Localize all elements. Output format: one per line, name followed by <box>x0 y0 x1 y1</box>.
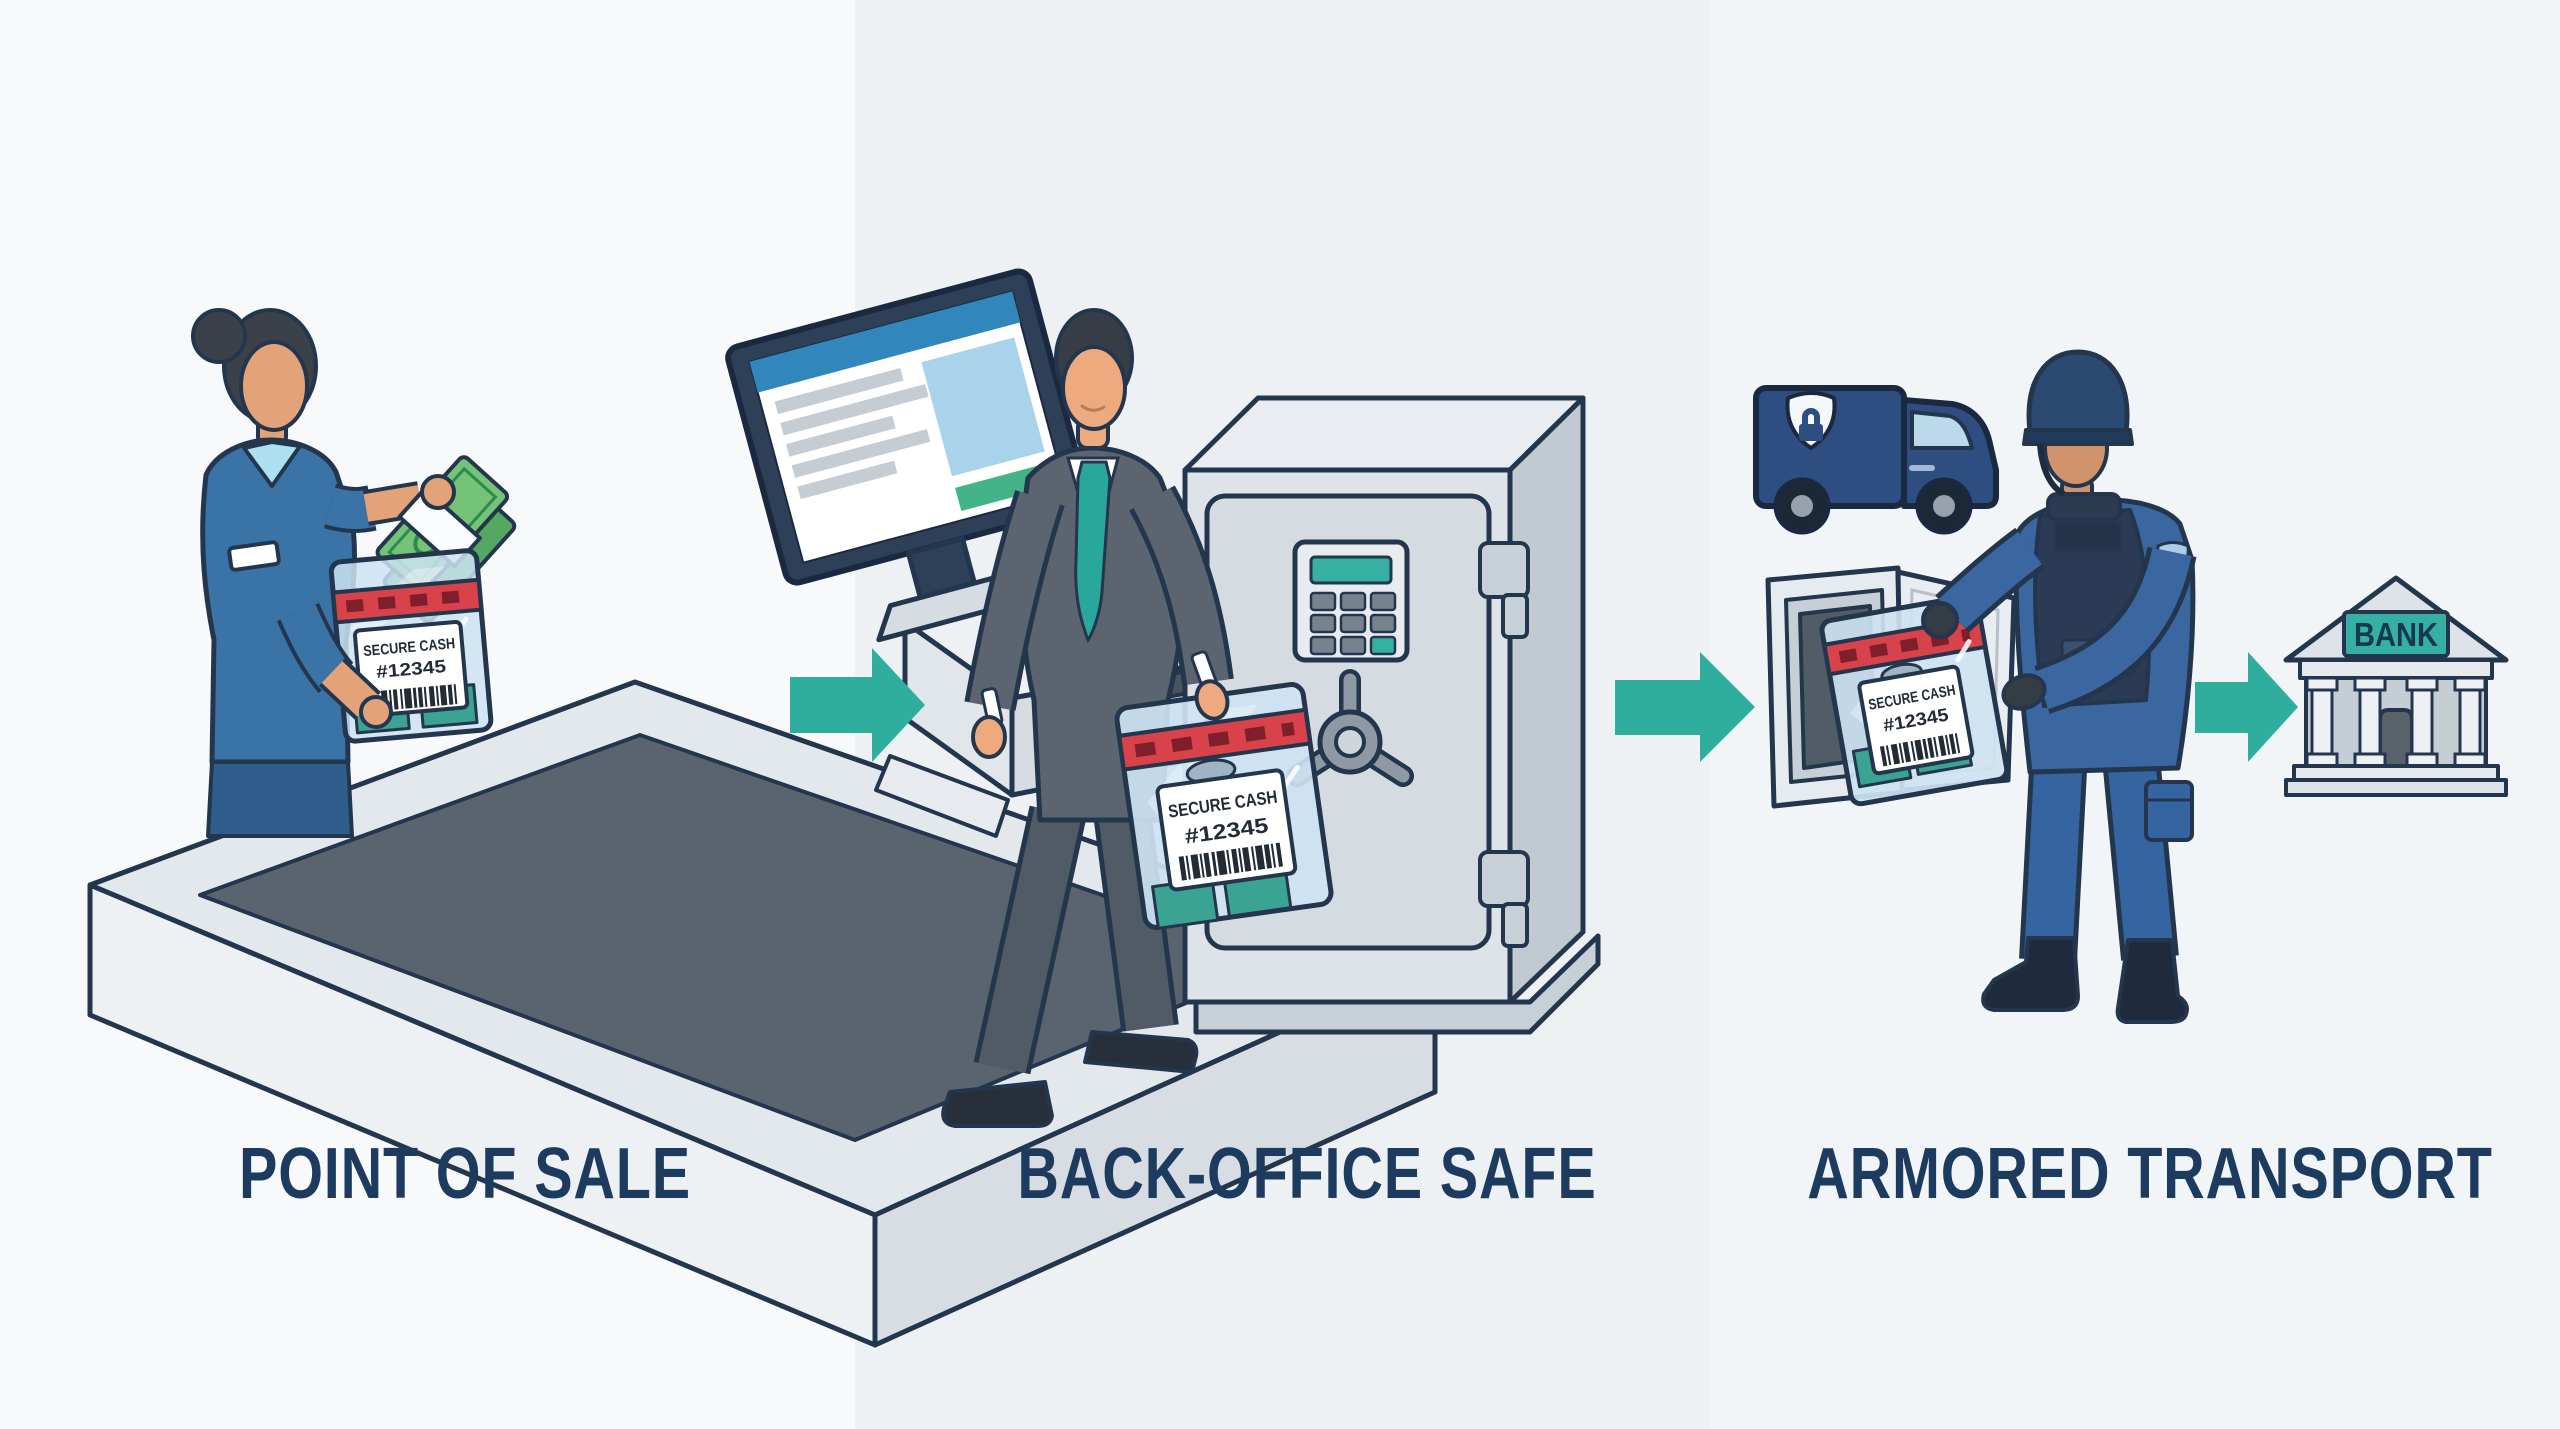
pos-screen-panel <box>921 337 1045 477</box>
safe-handle-wheel <box>1286 669 1414 787</box>
manager-hand <box>971 715 1007 759</box>
manager-tie <box>1074 460 1112 644</box>
cashier-left-arm <box>276 602 393 729</box>
shield-lock-icon <box>1785 391 1837 450</box>
panel-title-back-office-safe: BACK-OFFICE SAFE <box>945 1133 1669 1215</box>
flow-arrow-icon <box>1615 652 1755 762</box>
bank-step <box>2292 764 2500 782</box>
guard-glove <box>2001 673 2047 711</box>
safe-keypad <box>1292 539 1410 663</box>
manager-hand <box>1194 679 1230 721</box>
barcode-icon <box>1178 842 1283 881</box>
bank-columns <box>2305 676 2487 768</box>
manager-shoe <box>941 1080 1054 1128</box>
hair-bun <box>191 308 247 364</box>
manager-holding-arm <box>1129 485 1234 721</box>
cash-bag-safe: SECURE CASH #12345 <box>1114 682 1334 930</box>
panel-title-text: POINT OF SALE <box>238 1134 692 1214</box>
pos-keypad <box>874 754 1010 838</box>
keypad-display <box>1309 555 1393 585</box>
flow-arrow-icon <box>2195 652 2298 762</box>
panel-title-armored-transport: ARMORED TRANSPORT <box>1722 1133 2560 1215</box>
armored-truck-icon <box>1753 385 1999 535</box>
panel-title-text: ARMORED TRANSPORT <box>1807 1134 2493 1214</box>
barcode-icon <box>1879 732 1963 767</box>
panel-title-point-of-sale: POINT OF SALE <box>182 1133 747 1215</box>
truck-windshield <box>1910 410 1974 450</box>
manager-shoe <box>1083 1030 1199 1074</box>
cashier-collar <box>242 440 302 488</box>
cashier-right-hand <box>420 474 456 510</box>
flow-arrow-icon <box>790 648 925 762</box>
bank-sign-text: BANK <box>2354 616 2438 653</box>
pos-screen-header <box>749 291 1021 393</box>
pos-monitor <box>725 268 1091 643</box>
panel-title-text: BACK-OFFICE SAFE <box>1017 1134 1597 1214</box>
cargo-pocket <box>2144 780 2194 842</box>
safe-base <box>1193 933 1601 1035</box>
guard-helmet <box>2026 349 2130 435</box>
guard-boot <box>1981 936 2080 1012</box>
guard-boot <box>2115 938 2189 1024</box>
tamper-strip <box>331 577 484 625</box>
helmet-chin-strap <box>2037 443 2066 497</box>
guard-arms <box>1921 527 2197 714</box>
cashier-left-hand <box>359 695 393 729</box>
bank-icon: BANK <box>2283 575 2509 797</box>
safe-hinges <box>1478 541 1530 948</box>
manager-face <box>1061 345 1127 431</box>
cash-bag-transport: SECURE CASH #12345 <box>1819 593 2010 807</box>
bank-step <box>2284 778 2508 797</box>
bank-sign <box>2342 610 2450 658</box>
safe <box>1182 395 1601 1035</box>
cashier-skirt <box>206 760 354 838</box>
guard-glove <box>1921 601 1959 639</box>
cashier-face <box>239 340 309 432</box>
name-badge <box>227 540 281 572</box>
